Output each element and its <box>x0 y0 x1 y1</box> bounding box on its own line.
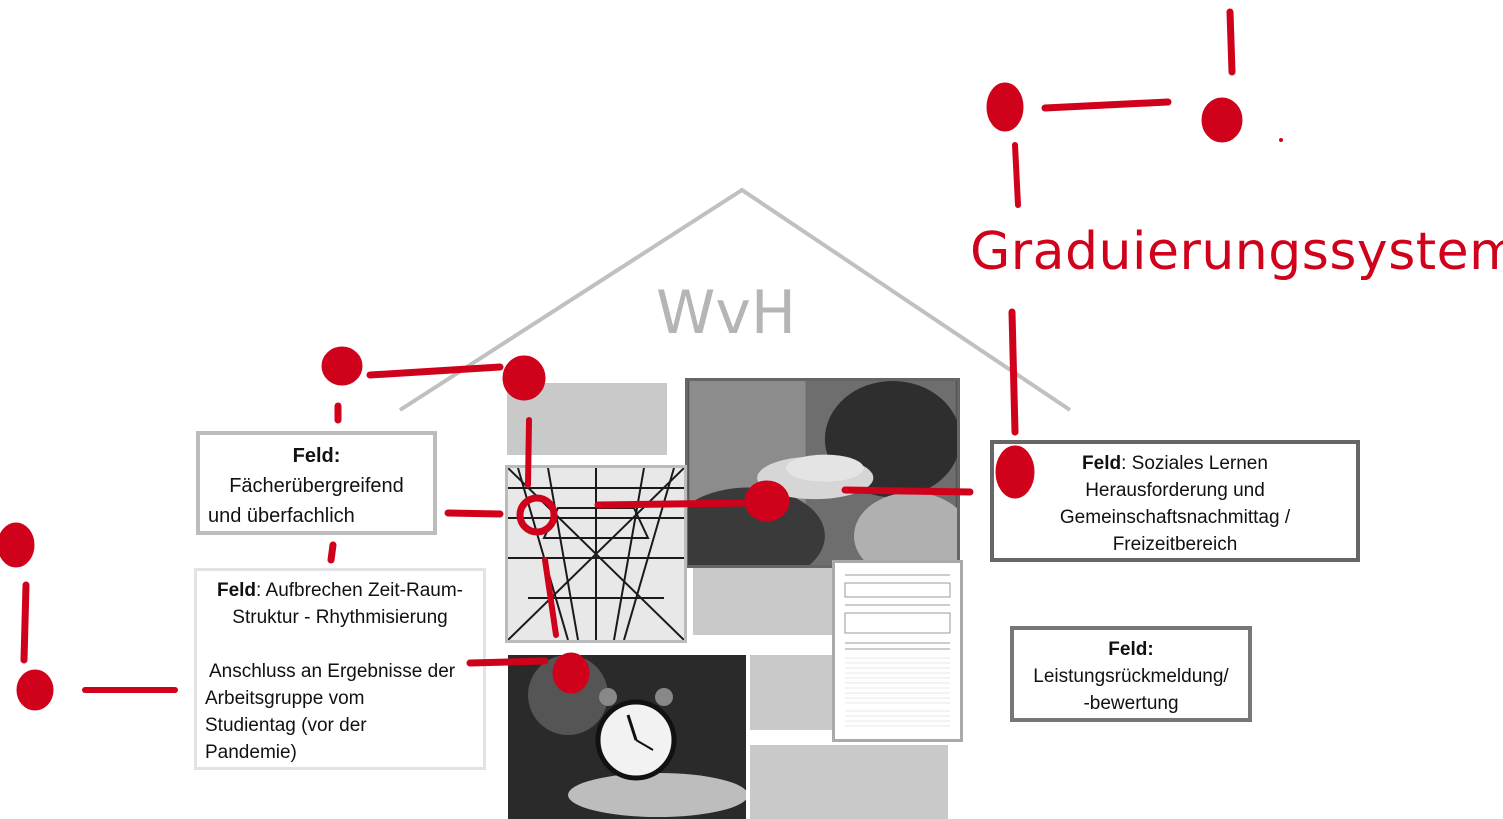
house-block <box>750 745 948 819</box>
clock-photo <box>508 655 746 819</box>
field-line: Anschluss an Ergebnisse der <box>209 661 456 682</box>
field-line: Studientag (vor der <box>205 715 367 736</box>
red-dot <box>16 669 54 711</box>
field-leistungsrueckmeldung: Feld: Leistungsrückmeldung/ -bewertung <box>1010 626 1252 722</box>
field-line: Pandemie) <box>205 742 297 763</box>
field-line: -bewertung <box>1083 693 1179 714</box>
red-dot <box>321 346 363 386</box>
field-heading: Feld: <box>292 445 341 467</box>
clock-illustration <box>508 655 746 819</box>
field-line: Freizeitbereich <box>1112 534 1238 555</box>
field-heading-rest: : Aufbrechen Zeit-Raum- <box>256 580 464 601</box>
field-line: und überfachlich <box>208 505 355 527</box>
red-dot <box>1201 97 1243 143</box>
house-label: WvH <box>656 278 796 348</box>
field-line: Fächerübergreifend <box>229 475 404 497</box>
house-roof <box>398 187 1072 412</box>
red-dot <box>986 82 1024 132</box>
red-dot <box>744 480 790 522</box>
field-zeit-raum: Feld: Aufbrechen Zeit-Raum- Struktur - R… <box>194 568 486 770</box>
field-line: Arbeitsgruppe vom <box>205 688 365 709</box>
field-heading: Feld <box>216 580 257 601</box>
worksheet-thumbnail <box>832 560 963 742</box>
diagram-title: Graduierungssystem <box>970 222 1503 282</box>
hands-illustration <box>688 381 957 565</box>
field-faecheruebergreifend: Feld: Fächerübergreifend und überfachlic… <box>196 431 437 535</box>
field-heading-rest: : Soziales Lernen <box>1121 453 1268 474</box>
field-heading: Feld: <box>1108 639 1154 660</box>
field-line: Gemeinschaftsnachmittag / <box>1059 507 1291 528</box>
red-dot <box>0 522 35 568</box>
house-block <box>693 560 841 635</box>
teamwork-hands-photo <box>685 378 960 568</box>
field-line: Leistungsrückmeldung/ <box>1033 666 1229 687</box>
field-soziales-lernen: Feld: Soziales Lernen Herausforderung un… <box>990 440 1360 562</box>
red-dot <box>552 652 590 694</box>
house-block <box>750 655 840 730</box>
red-dot <box>502 355 546 401</box>
worksheet-illustration <box>844 574 951 727</box>
field-line: Struktur - Rhythmisierung <box>232 607 448 628</box>
field-heading: Feld <box>1082 453 1122 474</box>
field-line: Herausforderung und <box>1085 480 1265 501</box>
red-dot <box>995 445 1035 499</box>
